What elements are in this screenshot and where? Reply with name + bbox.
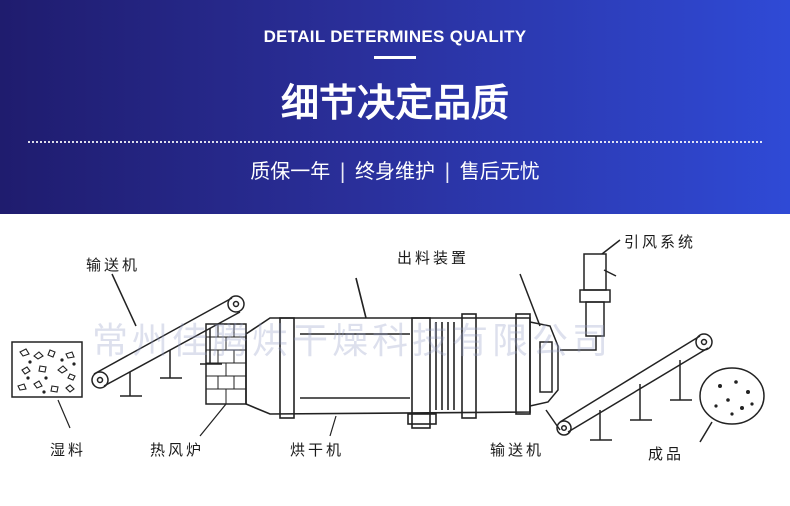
slogan-separator: | — [339, 159, 346, 183]
dotted-divider — [28, 141, 762, 143]
english-title: DETAIL DETERMINES QUALITY — [263, 27, 527, 46]
header-banner: DETAIL DETERMINES QUALITY 细节决定品质 质保一年 | 终身… — [0, 0, 790, 214]
chinese-title: 细节决定品质 — [280, 81, 509, 125]
right-conveyor — [545, 333, 713, 441]
slogan: 质保一年 | 终身维护 | 售后无忧 — [0, 155, 790, 184]
slogan-item-warranty: 质保一年 — [250, 159, 331, 183]
discharge-device — [519, 273, 559, 407]
company-watermark: 常州佳腾烘干燥科技有限公司 — [92, 321, 613, 362]
title-underline — [374, 56, 416, 59]
wet-material-box — [11, 341, 83, 398]
label-finished-product: 成品 — [648, 445, 685, 463]
label-dryer: 烘干机 — [290, 441, 345, 459]
label-leaders — [57, 399, 337, 437]
induced-draft-system — [560, 239, 621, 351]
process-drawing — [11, 239, 765, 443]
label-wet-material: 湿料 — [50, 441, 87, 459]
label-conveyor-right: 输送机 — [490, 441, 545, 459]
slogan-item-after-sales: 售后无忧 — [459, 159, 540, 183]
finished-product-pile — [699, 367, 765, 443]
slogan-separator: | — [444, 159, 451, 183]
rotary-dryer-drum — [245, 277, 531, 429]
label-induced-draft-system: 引风系统 — [624, 233, 697, 251]
label-conveyor-left: 输送机 — [86, 256, 141, 274]
label-discharge-device: 出料装置 — [397, 249, 470, 267]
slogan-item-maintenance: 终身维护 — [355, 159, 435, 183]
label-hot-air-furnace: 热风炉 — [150, 441, 205, 459]
dryer-process-diagram: 常州佳腾烘干燥科技有限公司 输送机 出料装置 引风系统 湿料 热风炉 烘干机 输… — [0, 214, 790, 506]
